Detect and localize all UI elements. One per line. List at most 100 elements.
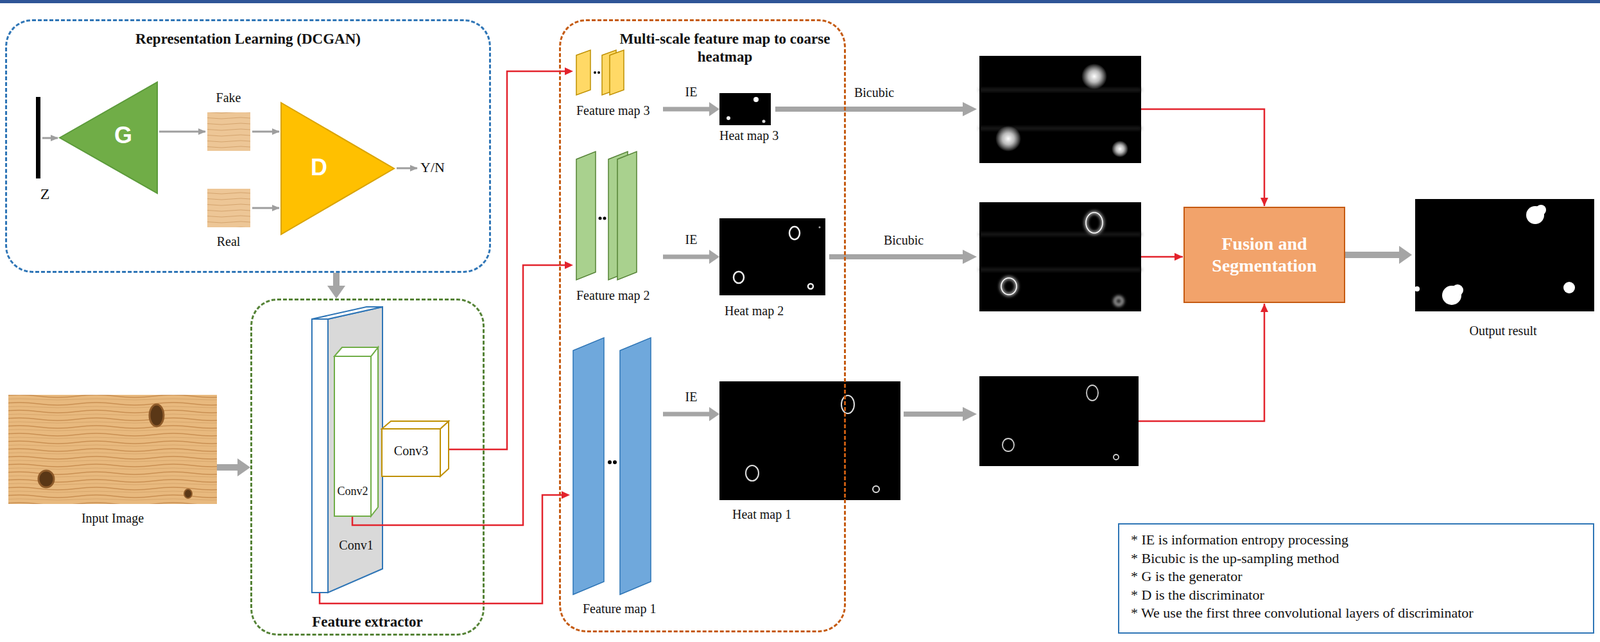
- layout-polygon: [381, 421, 449, 429]
- layout-polygon: [311, 306, 383, 319]
- connector-line: [216, 464, 238, 471]
- connector-line: [333, 272, 340, 286]
- layout-ellipse: [1001, 277, 1017, 295]
- node-text: Conv1: [330, 537, 382, 553]
- layout-polygon: [962, 249, 977, 264]
- connector-line: [662, 412, 710, 417]
- layout-circle: [818, 226, 821, 229]
- heat-map: Heat map 2: [719, 218, 826, 321]
- layout-line: [829, 254, 964, 260]
- layout-polyline: [1141, 256, 1183, 259]
- node-text: * G is the generator: [1130, 567, 1582, 586]
- node-text: G: [97, 121, 149, 149]
- node-text: * We use the first three convolutional l…: [1130, 603, 1582, 623]
- layout-line: [159, 130, 206, 133]
- layout-rect: [311, 318, 328, 593]
- layout-line: [775, 106, 964, 112]
- layout-ellipse: [184, 489, 192, 499]
- layout-rect: [8, 394, 217, 504]
- node-text: Conv2: [334, 484, 371, 499]
- layout-ellipse: [872, 485, 880, 493]
- layout-rect: [719, 381, 901, 500]
- layout-path: [979, 89, 1142, 129]
- arrow-connector: [1345, 245, 1412, 264]
- layout-g: [381, 421, 449, 477]
- connector-line: [662, 254, 710, 260]
- layout-g: [311, 306, 383, 593]
- node-outline: [59, 81, 158, 194]
- layout-polyline: [1138, 303, 1265, 422]
- layout-rect: [334, 356, 371, 517]
- layout-ellipse: [149, 404, 164, 427]
- layout-g: [1001, 212, 1103, 295]
- layout-g: [1414, 204, 1575, 305]
- connector-line: [662, 107, 710, 112]
- layout-g: [573, 337, 651, 595]
- layout-g: [576, 50, 624, 95]
- layout-polygon: [327, 306, 383, 593]
- layout-ellipse: [1085, 212, 1103, 233]
- layout-polygon: [281, 102, 395, 235]
- arrow-head: [709, 102, 720, 117]
- node-text: Output result: [1411, 322, 1595, 339]
- layout-circle: [1563, 281, 1575, 294]
- label-holder: Fake: [177, 89, 280, 106]
- label-holder: Y/N: [420, 159, 511, 176]
- layout-circle: [1451, 284, 1464, 296]
- layout-line: [252, 207, 280, 210]
- layout-g: [334, 347, 379, 517]
- feature-map-stack: Feature map 2: [573, 148, 663, 311]
- layout-polygon: [576, 50, 591, 95]
- layout-rect: [719, 93, 771, 126]
- layout-circle: [762, 120, 766, 124]
- layout-polygon: [619, 337, 651, 595]
- node-text: Input Image: [8, 510, 217, 526]
- text-label: Bicubic: [822, 84, 926, 101]
- text-label: Bicubic: [852, 232, 955, 248]
- edge-label: IE: [652, 388, 730, 405]
- text-label: Fake: [177, 89, 280, 106]
- node-text: D: [293, 153, 345, 181]
- text-label: Real: [177, 233, 280, 250]
- node-text: Feature map 3: [576, 102, 663, 119]
- edge-label-holder: IE: [652, 388, 730, 405]
- layout-g: [1001, 212, 1123, 305]
- layout-circle: [1535, 204, 1547, 216]
- layout-line: [42, 137, 58, 140]
- layout-polygon: [617, 151, 637, 280]
- input-image: Input Image: [8, 394, 217, 543]
- layout-ellipse: [1001, 277, 1017, 295]
- layout-rect: [207, 112, 251, 151]
- node-text: * D is the discriminator: [1130, 585, 1582, 605]
- arrow-connector: [449, 67, 574, 450]
- arrow-connector: [662, 406, 720, 422]
- layout-ellipse: [789, 226, 800, 240]
- node-text: Heat map 1: [732, 506, 861, 522]
- layout-rect: [719, 218, 826, 296]
- edge-label-holder: IE: [652, 231, 730, 248]
- layout-polygon: [962, 102, 977, 117]
- label-holder: Z: [0, 184, 97, 204]
- node-text: Fusion and Segmentation: [1191, 232, 1338, 276]
- arrow-head: [709, 406, 720, 422]
- layout-ellipse: [841, 395, 855, 414]
- layout-rect: [1415, 198, 1595, 312]
- layout-line: [396, 167, 418, 170]
- layout-g: [775, 102, 977, 422]
- arrow-connector: [662, 249, 720, 264]
- generator-triangle: G: [59, 81, 158, 194]
- arrow-connector: [662, 102, 720, 117]
- arrow-connector: [352, 261, 574, 525]
- heat-map: Heat map 3: [719, 93, 797, 149]
- layout-circle: [753, 96, 759, 103]
- arrow-connector: [327, 272, 346, 299]
- conv-layer: Conv2: [333, 346, 379, 517]
- layout-circle: [607, 460, 612, 465]
- layout-circle: [1111, 140, 1129, 158]
- arrow-head: [327, 285, 346, 299]
- layout-path: [979, 234, 1142, 270]
- edge-label-holder: IE: [652, 84, 730, 100]
- layout-ellipse: [1085, 212, 1103, 233]
- layout-ellipse: [745, 465, 759, 481]
- layout-ellipse: [808, 283, 814, 289]
